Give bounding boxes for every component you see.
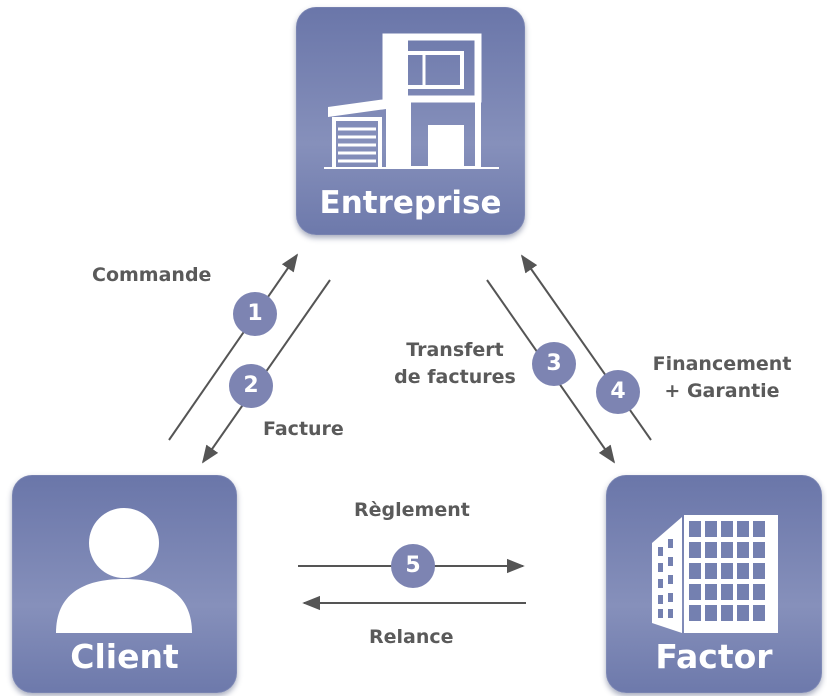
commande-label: Commande: [92, 264, 212, 286]
client-node: Client: [12, 475, 237, 693]
entreprise-label: Entreprise: [319, 185, 502, 221]
client-label: Client: [70, 637, 179, 676]
relance-label: Relance: [369, 626, 454, 648]
factor-node: Factor: [606, 475, 822, 693]
step-badge-4: 4: [596, 370, 640, 414]
step-badge-2: 2: [229, 364, 273, 408]
person-icon: [56, 508, 192, 633]
step-badge-5: 5: [391, 544, 435, 588]
transfert-label-line2: de factures: [394, 366, 516, 388]
entreprise-node: Entreprise: [296, 7, 525, 235]
factor-label: Factor: [655, 637, 773, 676]
step-badge-3: 3: [532, 342, 576, 386]
transfert-label-line1: Transfert: [406, 339, 504, 361]
reglement-label: Règlement: [354, 499, 470, 521]
financement-label-line1: Financement: [652, 353, 792, 375]
financement-label: Financement + Garantie: [640, 351, 804, 405]
modern-house-icon: [324, 33, 499, 169]
transfert-label: Transfert de factures: [392, 337, 518, 391]
commande-arrow: [168, 253, 299, 441]
step-badge-1: 1: [233, 292, 277, 336]
office-building-icon: [652, 515, 778, 633]
facture-label: Facture: [263, 418, 344, 440]
financement-label-line2: + Garantie: [664, 380, 780, 402]
